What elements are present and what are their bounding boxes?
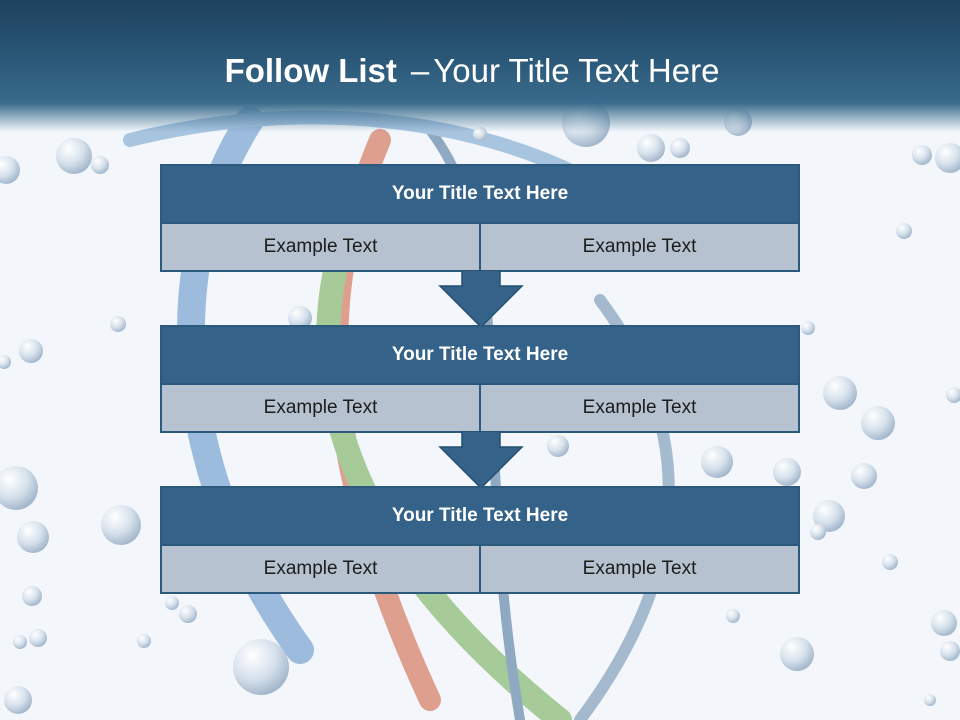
block-row: Example Text Example Text — [162, 222, 798, 270]
block-title[interactable]: Your Title Text Here — [162, 166, 798, 222]
block-title[interactable]: Your Title Text Here — [162, 327, 798, 383]
down-arrow-icon — [438, 431, 524, 489]
header-band — [0, 0, 960, 132]
down-arrow-icon — [438, 270, 524, 328]
list-block-3: Your Title Text Here Example Text Exampl… — [160, 486, 800, 594]
block-cell[interactable]: Example Text — [481, 546, 798, 592]
list-block-2: Your Title Text Here Example Text Exampl… — [160, 325, 800, 433]
slide-title-bold: Follow List — [224, 52, 397, 89]
slide-title-rest: Your Title Text Here — [433, 52, 720, 89]
slide-title: Follow List–Your Title Text Here — [0, 52, 944, 90]
slide-title-separator: – — [410, 52, 430, 89]
block-row: Example Text Example Text — [162, 383, 798, 431]
block-cell[interactable]: Example Text — [481, 385, 798, 431]
list-block-1: Your Title Text Here Example Text Exampl… — [160, 164, 800, 272]
block-cell[interactable]: Example Text — [162, 385, 479, 431]
block-cell[interactable]: Example Text — [162, 224, 479, 270]
block-cell[interactable]: Example Text — [481, 224, 798, 270]
block-title[interactable]: Your Title Text Here — [162, 488, 798, 544]
block-row: Example Text Example Text — [162, 544, 798, 592]
block-cell[interactable]: Example Text — [162, 546, 479, 592]
